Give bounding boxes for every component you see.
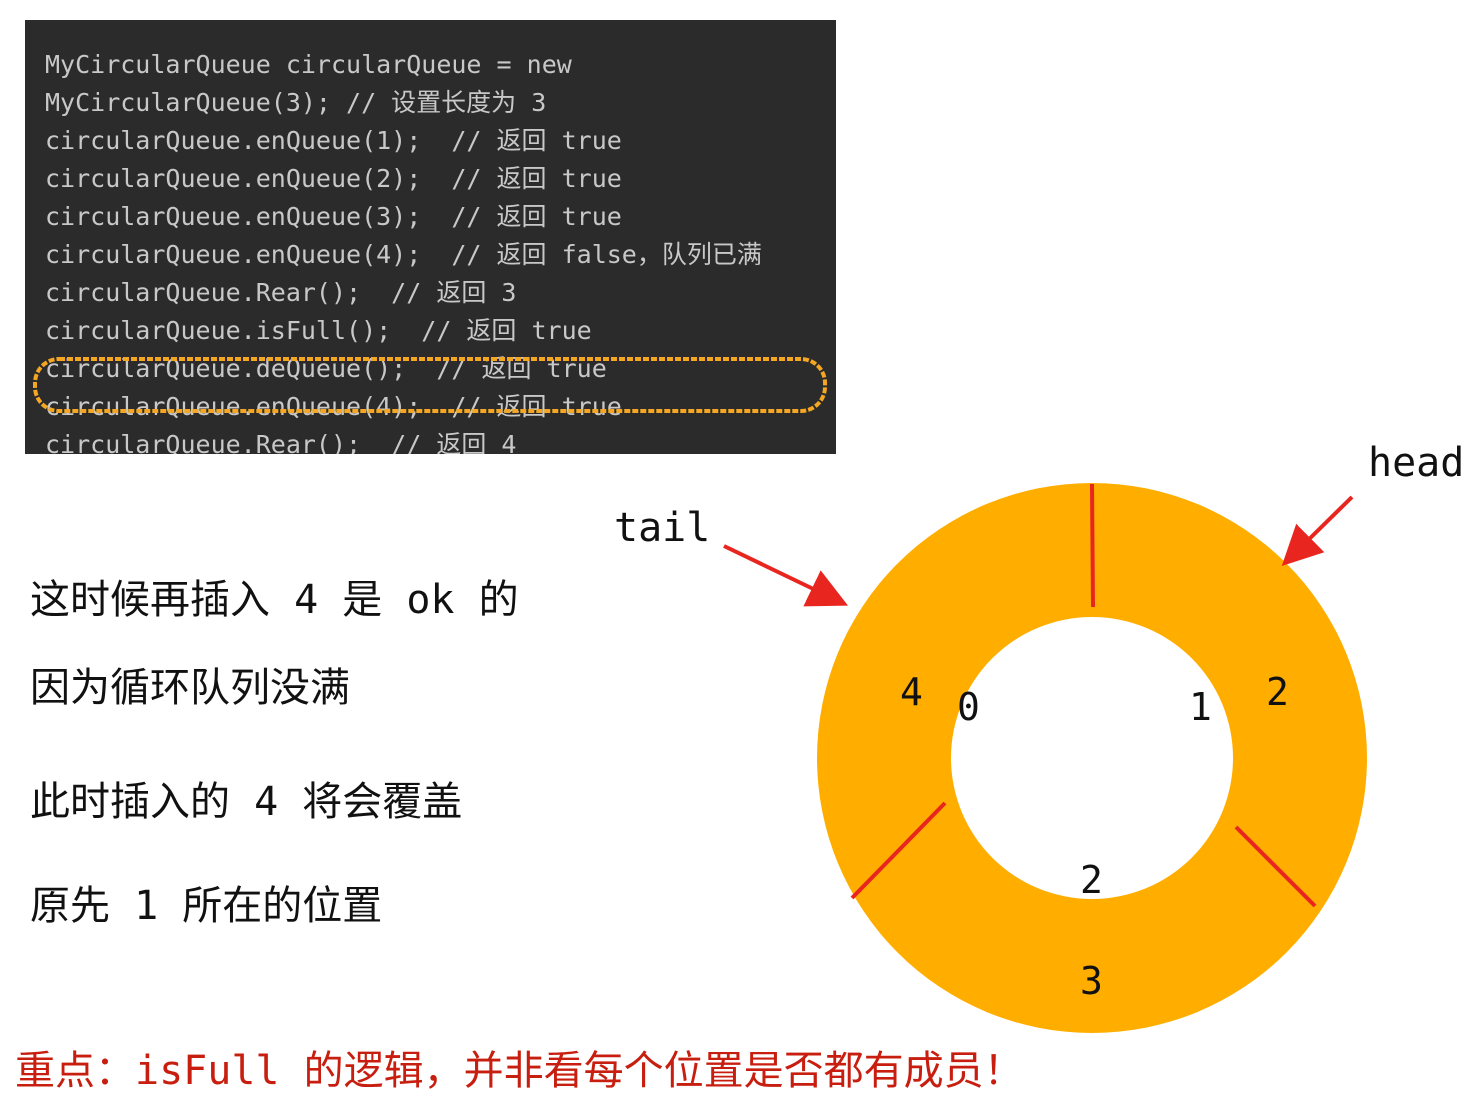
code-panel: MyCircularQueue circularQueue = new MyCi… [25, 20, 836, 454]
code-line-2: MyCircularQueue(3); // 设置长度为 3 [45, 88, 547, 117]
code-line-6: circularQueue.enQueue(4); // 返回 false，队列… [45, 240, 762, 269]
tail-pointer-label: tail [614, 505, 710, 551]
code-line-3: circularQueue.enQueue(1); // 返回 true [45, 126, 622, 155]
code-line-8: circularQueue.isFull(); // 返回 true [45, 316, 592, 345]
code-line-10: circularQueue.enQueue(4); // 返回 true [45, 392, 622, 421]
slot-divider-left [850, 801, 947, 900]
slot-value-right: 2 [1266, 670, 1289, 714]
queue-ring [817, 483, 1367, 1033]
code-highlight-outline [33, 357, 827, 413]
explanation-line-3: 此时插入的 4 将会覆盖 [30, 779, 463, 825]
explanation-line-2: 因为循环队列没满 [30, 665, 350, 711]
head-pointer-label: head [1368, 440, 1464, 486]
slot-index-right: 1 [1189, 685, 1212, 729]
circular-queue-diagram: 4 0 1 2 2 3 tail head [33, 357, 1464, 1033]
slot-index-bottom: 2 [1080, 858, 1103, 902]
head-arrow [1281, 495, 1354, 567]
slot-divider-right [1234, 825, 1317, 908]
tail-arrow [723, 544, 849, 607]
code-line-4: circularQueue.enQueue(2); // 返回 true [45, 164, 622, 193]
explanation-line-1: 这时候再插入 4 是 ok 的 [30, 577, 519, 623]
slot-value-left: 4 [900, 670, 923, 714]
slot-divider-top [1090, 483, 1095, 608]
code-line-1: MyCircularQueue circularQueue = new [45, 50, 572, 79]
key-point-note: 重点：isFull 的逻辑，并非看每个位置是否都有成员！ [15, 1048, 1024, 1094]
explanation-line-4: 原先 1 所在的位置 [30, 883, 383, 929]
slot-index-left: 0 [957, 685, 980, 729]
code-line-5: circularQueue.enQueue(3); // 返回 true [45, 202, 622, 231]
code-line-11: circularQueue.Rear(); // 返回 4 [45, 430, 517, 454]
code-line-7: circularQueue.Rear(); // 返回 3 [45, 278, 517, 307]
slot-value-bottom: 3 [1080, 959, 1103, 1003]
